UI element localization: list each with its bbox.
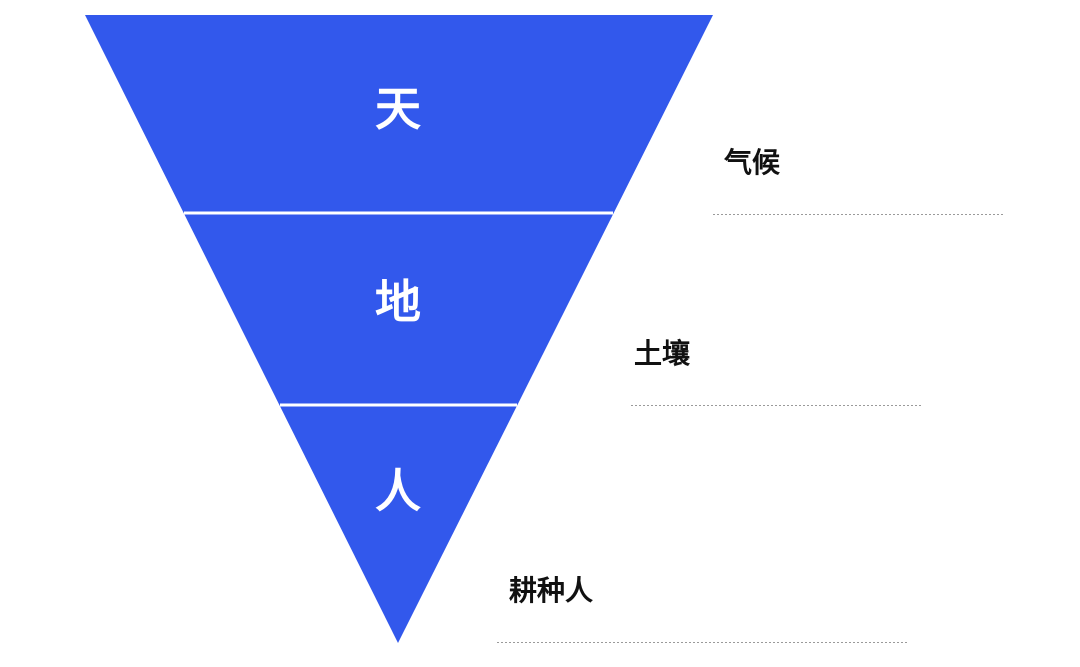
annotation-soil: 土壤 xyxy=(634,337,691,370)
annotation-climate: 气候 xyxy=(723,146,781,179)
tier-label-di: 地 xyxy=(375,275,421,329)
annotation-farmer: 耕种人 xyxy=(509,574,593,607)
tier-label-tian: 天 xyxy=(375,82,421,136)
tier-label-ren: 人 xyxy=(375,464,421,518)
inverted-triangle xyxy=(85,15,713,643)
